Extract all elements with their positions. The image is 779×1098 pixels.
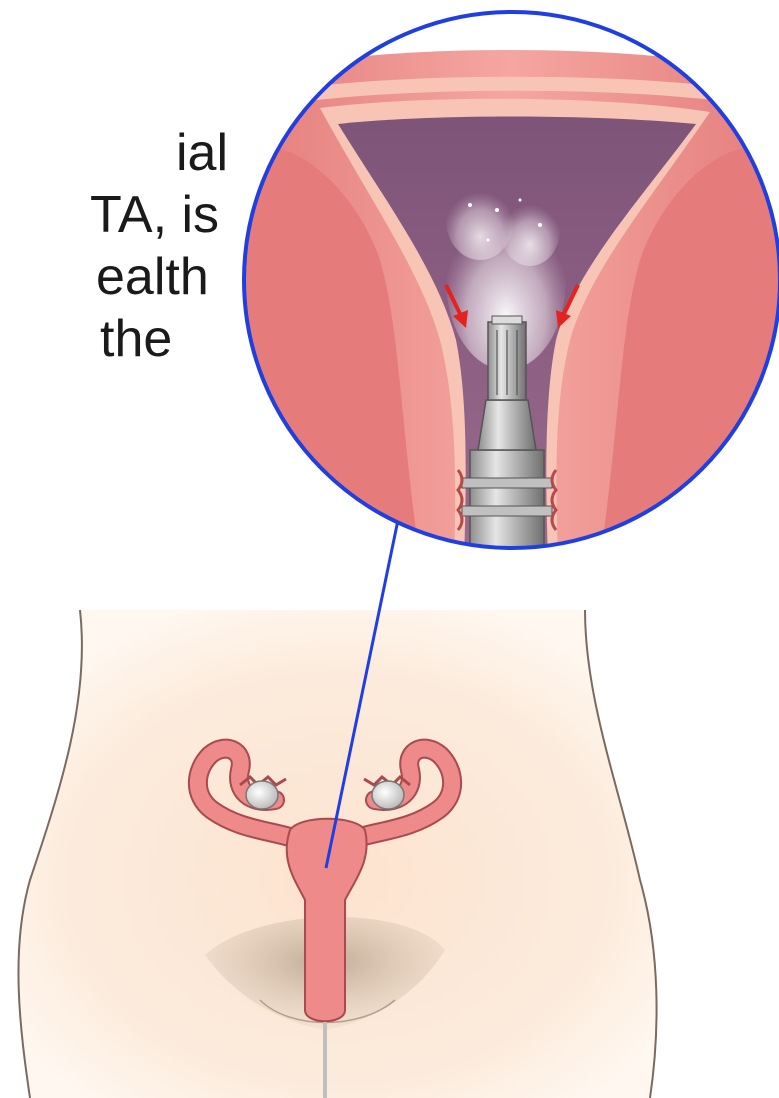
right-ovary (372, 781, 404, 809)
magnified-view (240, 0, 779, 560)
left-ovary (246, 781, 278, 809)
